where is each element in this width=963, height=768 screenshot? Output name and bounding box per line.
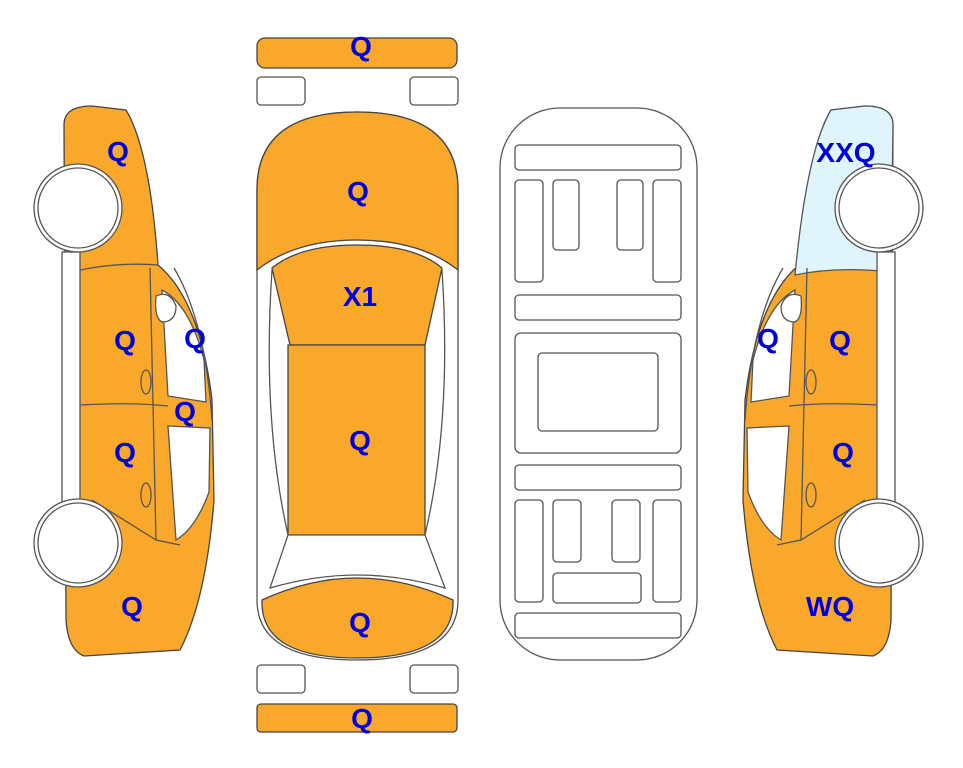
label-left-rear-door: Q xyxy=(114,437,136,468)
underbody-panel xyxy=(652,179,682,283)
front-right-light xyxy=(409,76,459,106)
underbody-panel xyxy=(514,612,682,639)
underbody-panel xyxy=(616,179,644,251)
underbody-panel xyxy=(514,179,544,283)
label-left-b-pillar: Q xyxy=(174,396,196,427)
underbody-view xyxy=(499,107,698,661)
left-side-view xyxy=(33,105,215,657)
label-rear-bumper: Q xyxy=(351,703,373,734)
pillar-line xyxy=(744,267,784,421)
right-mirror xyxy=(780,293,803,323)
rear-window xyxy=(268,534,447,589)
label-front-bumper: Q xyxy=(350,31,372,62)
right-rear-wheel xyxy=(834,498,924,588)
side-line xyxy=(268,269,289,536)
door-line xyxy=(91,499,181,546)
side-line xyxy=(424,269,446,536)
underbody-panel xyxy=(552,499,582,563)
left-sill xyxy=(61,251,81,505)
label-right-front-door: Q xyxy=(829,325,851,356)
door-handle-icon xyxy=(805,482,817,508)
hood[interactable] xyxy=(256,111,459,272)
windshield[interactable] xyxy=(271,244,443,346)
underbody-panel xyxy=(652,499,682,603)
trunk[interactable] xyxy=(261,577,454,659)
underbody-panel xyxy=(514,294,682,321)
label-roof: Q xyxy=(349,425,371,456)
pillar-line xyxy=(173,267,213,421)
label-windshield: X1 xyxy=(343,281,377,312)
left-rear-wheel xyxy=(33,498,123,588)
door-line xyxy=(79,263,159,271)
label-left-front-door: Q xyxy=(114,325,136,356)
underbody-panel xyxy=(514,144,682,171)
left-mirror xyxy=(154,293,177,323)
underbody-panel xyxy=(552,179,580,251)
underbody-panel xyxy=(611,499,641,563)
door-line xyxy=(800,267,808,541)
damage-labels: Q Q Q X1 Q Q Q Q Q Q Q Q XXQ Q Q Q WQ xyxy=(107,31,875,734)
door-handle-icon xyxy=(140,369,152,395)
rear-right-light xyxy=(409,664,459,694)
underbody-panel xyxy=(514,464,682,491)
label-right-quarter: WQ xyxy=(806,591,854,622)
underbody-panel xyxy=(537,352,659,432)
left-front-wheel xyxy=(33,163,123,253)
label-left-quarter: Q xyxy=(121,591,143,622)
right-rear-window xyxy=(746,425,790,542)
label-left-a-pillar: Q xyxy=(184,323,206,354)
top-view xyxy=(256,37,459,733)
door-handle-icon xyxy=(805,369,817,395)
label-right-rear-door: Q xyxy=(832,437,854,468)
rear-left-light xyxy=(256,664,306,694)
door-handle-icon xyxy=(140,482,152,508)
front-bumper[interactable] xyxy=(256,37,458,69)
underbody-panel xyxy=(552,572,642,604)
door-line xyxy=(79,403,169,407)
right-sill xyxy=(876,251,896,505)
right-side-view xyxy=(742,105,924,657)
door-line xyxy=(149,267,157,541)
door-line xyxy=(776,499,866,546)
label-trunk: Q xyxy=(349,607,371,638)
door-line xyxy=(788,403,878,407)
label-hood: Q xyxy=(347,176,369,207)
left-rear-window xyxy=(167,425,211,542)
right-front-wheel xyxy=(834,163,924,253)
label-right-fender: XXQ xyxy=(816,137,875,168)
rear-bumper[interactable] xyxy=(256,703,458,733)
front-left-light xyxy=(256,76,306,106)
underbody-panel xyxy=(514,499,544,603)
label-left-fender: Q xyxy=(107,136,129,167)
label-right-a-pillar: Q xyxy=(757,323,779,354)
